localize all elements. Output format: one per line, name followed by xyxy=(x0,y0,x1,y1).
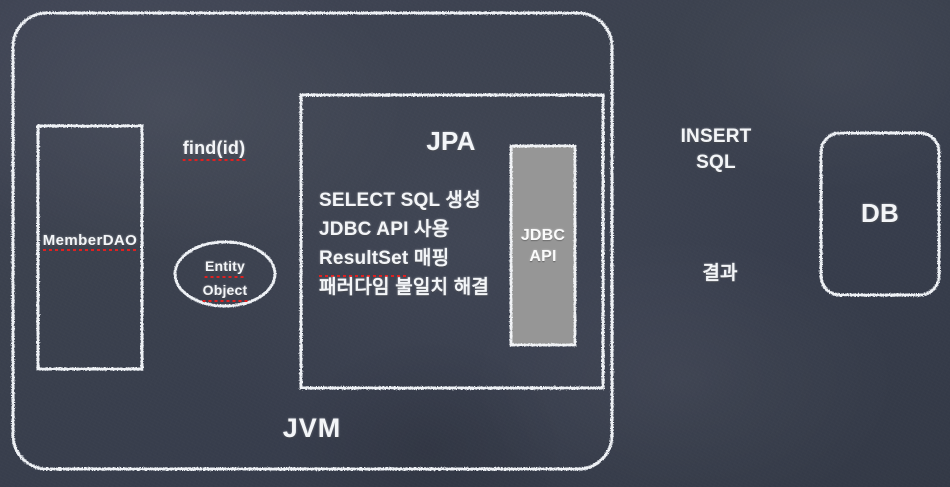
memberdao-box-shape xyxy=(36,124,144,371)
entity-object-ellipse-shape xyxy=(173,240,277,308)
insert-sql-edge-label-line1: INSERT xyxy=(680,126,752,147)
find-id-edge-label-text: find(id) xyxy=(182,138,246,161)
entity-object-label-line1: Entity xyxy=(203,256,248,278)
jdbc-api-label-line1: JDBC xyxy=(520,227,566,244)
jpa-detail-line-4-text: 패러다임 불일치 해결 xyxy=(319,277,490,298)
jvm-label: JVM xyxy=(282,413,342,443)
memberdao-label-text: MemberDAO xyxy=(42,232,138,251)
find-id-edge-label: find(id) xyxy=(182,138,246,161)
entity-object-line1-text: Entity xyxy=(204,258,246,278)
jpa-detail-line-2-text: JDBC API 사용 xyxy=(319,219,450,240)
entity-object-label-line2: Object xyxy=(202,280,248,302)
jpa-detail-line-3-rest: 매핑 xyxy=(408,248,450,269)
entity-object-line2-text: Object xyxy=(202,282,248,302)
jdbc-api-label-line2: API xyxy=(529,248,557,265)
entity-object-label: Entity Object xyxy=(202,256,248,302)
jpa-detail-line-3-spellword: ResultSet xyxy=(319,244,409,277)
jpa-detail-line-3: ResultSet 매핑 xyxy=(319,244,450,277)
jpa-detail-line-1-text: SELECT SQL 생성 xyxy=(319,190,481,211)
db-label: DB xyxy=(861,198,899,228)
jpa-detail-line-4: 패러다임 불일치 해결 xyxy=(319,273,489,303)
result-edge-label: 결과 xyxy=(702,263,738,284)
memberdao-label: MemberDAO xyxy=(42,232,138,251)
insert-sql-edge-label-line2: SQL xyxy=(696,152,736,173)
insert-sql-edge-label: INSERT SQL xyxy=(681,124,752,176)
db-box-shape xyxy=(819,131,941,297)
jdbc-api-box-shape xyxy=(509,144,577,347)
jpa-title: JPA xyxy=(426,126,476,156)
jpa-detail-line-2: JDBC API 사용 xyxy=(319,215,449,245)
jdbc-api-label: JDBC API xyxy=(521,225,565,267)
jpa-detail-line-1: SELECT SQL 생성 xyxy=(319,186,481,216)
